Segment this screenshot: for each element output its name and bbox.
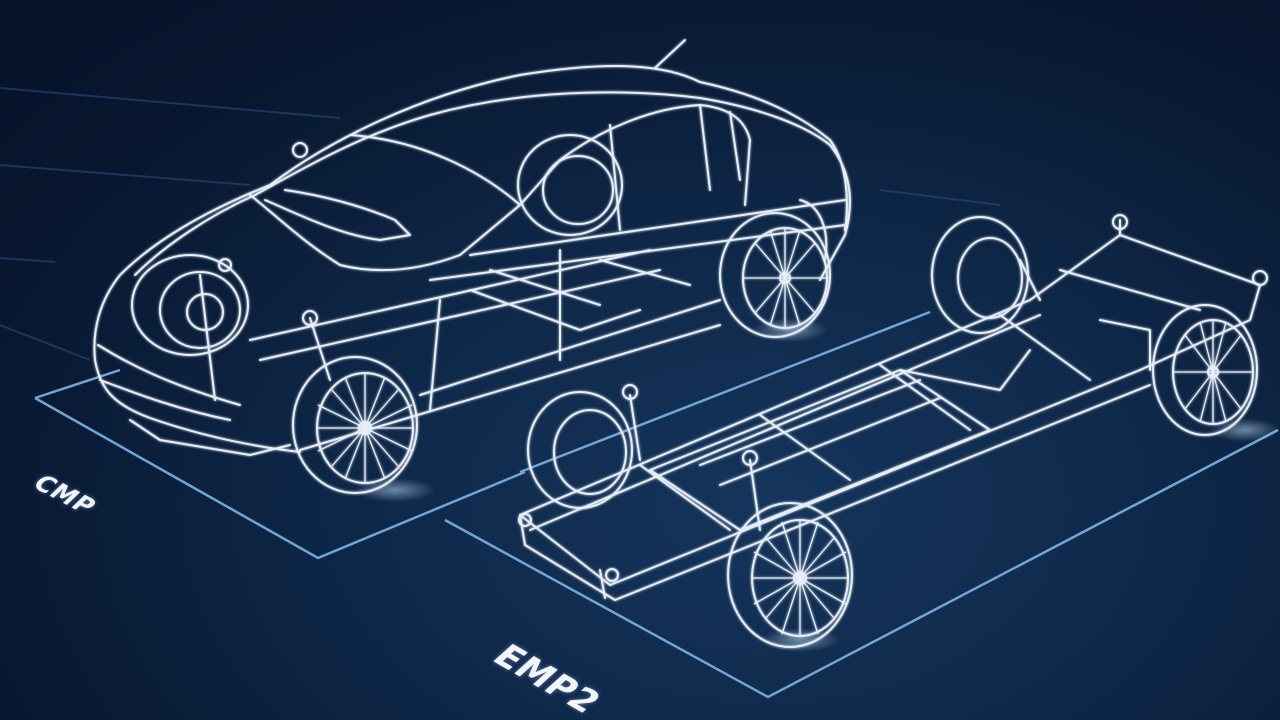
spokes: [317, 373, 413, 483]
emp2-chassis-wheels: [527, 216, 1258, 648]
emp2-chassis-wireframe: [518, 214, 1268, 601]
emp2-platform-outline: [444, 310, 1279, 699]
cmp-car-wireframe: [93, 39, 851, 456]
platform-outlines: [34, 310, 1279, 699]
cmp-car-wheels: [131, 134, 831, 494]
cmp-platform-outline: [34, 368, 526, 560]
background-streaks: [0, 87, 1001, 361]
